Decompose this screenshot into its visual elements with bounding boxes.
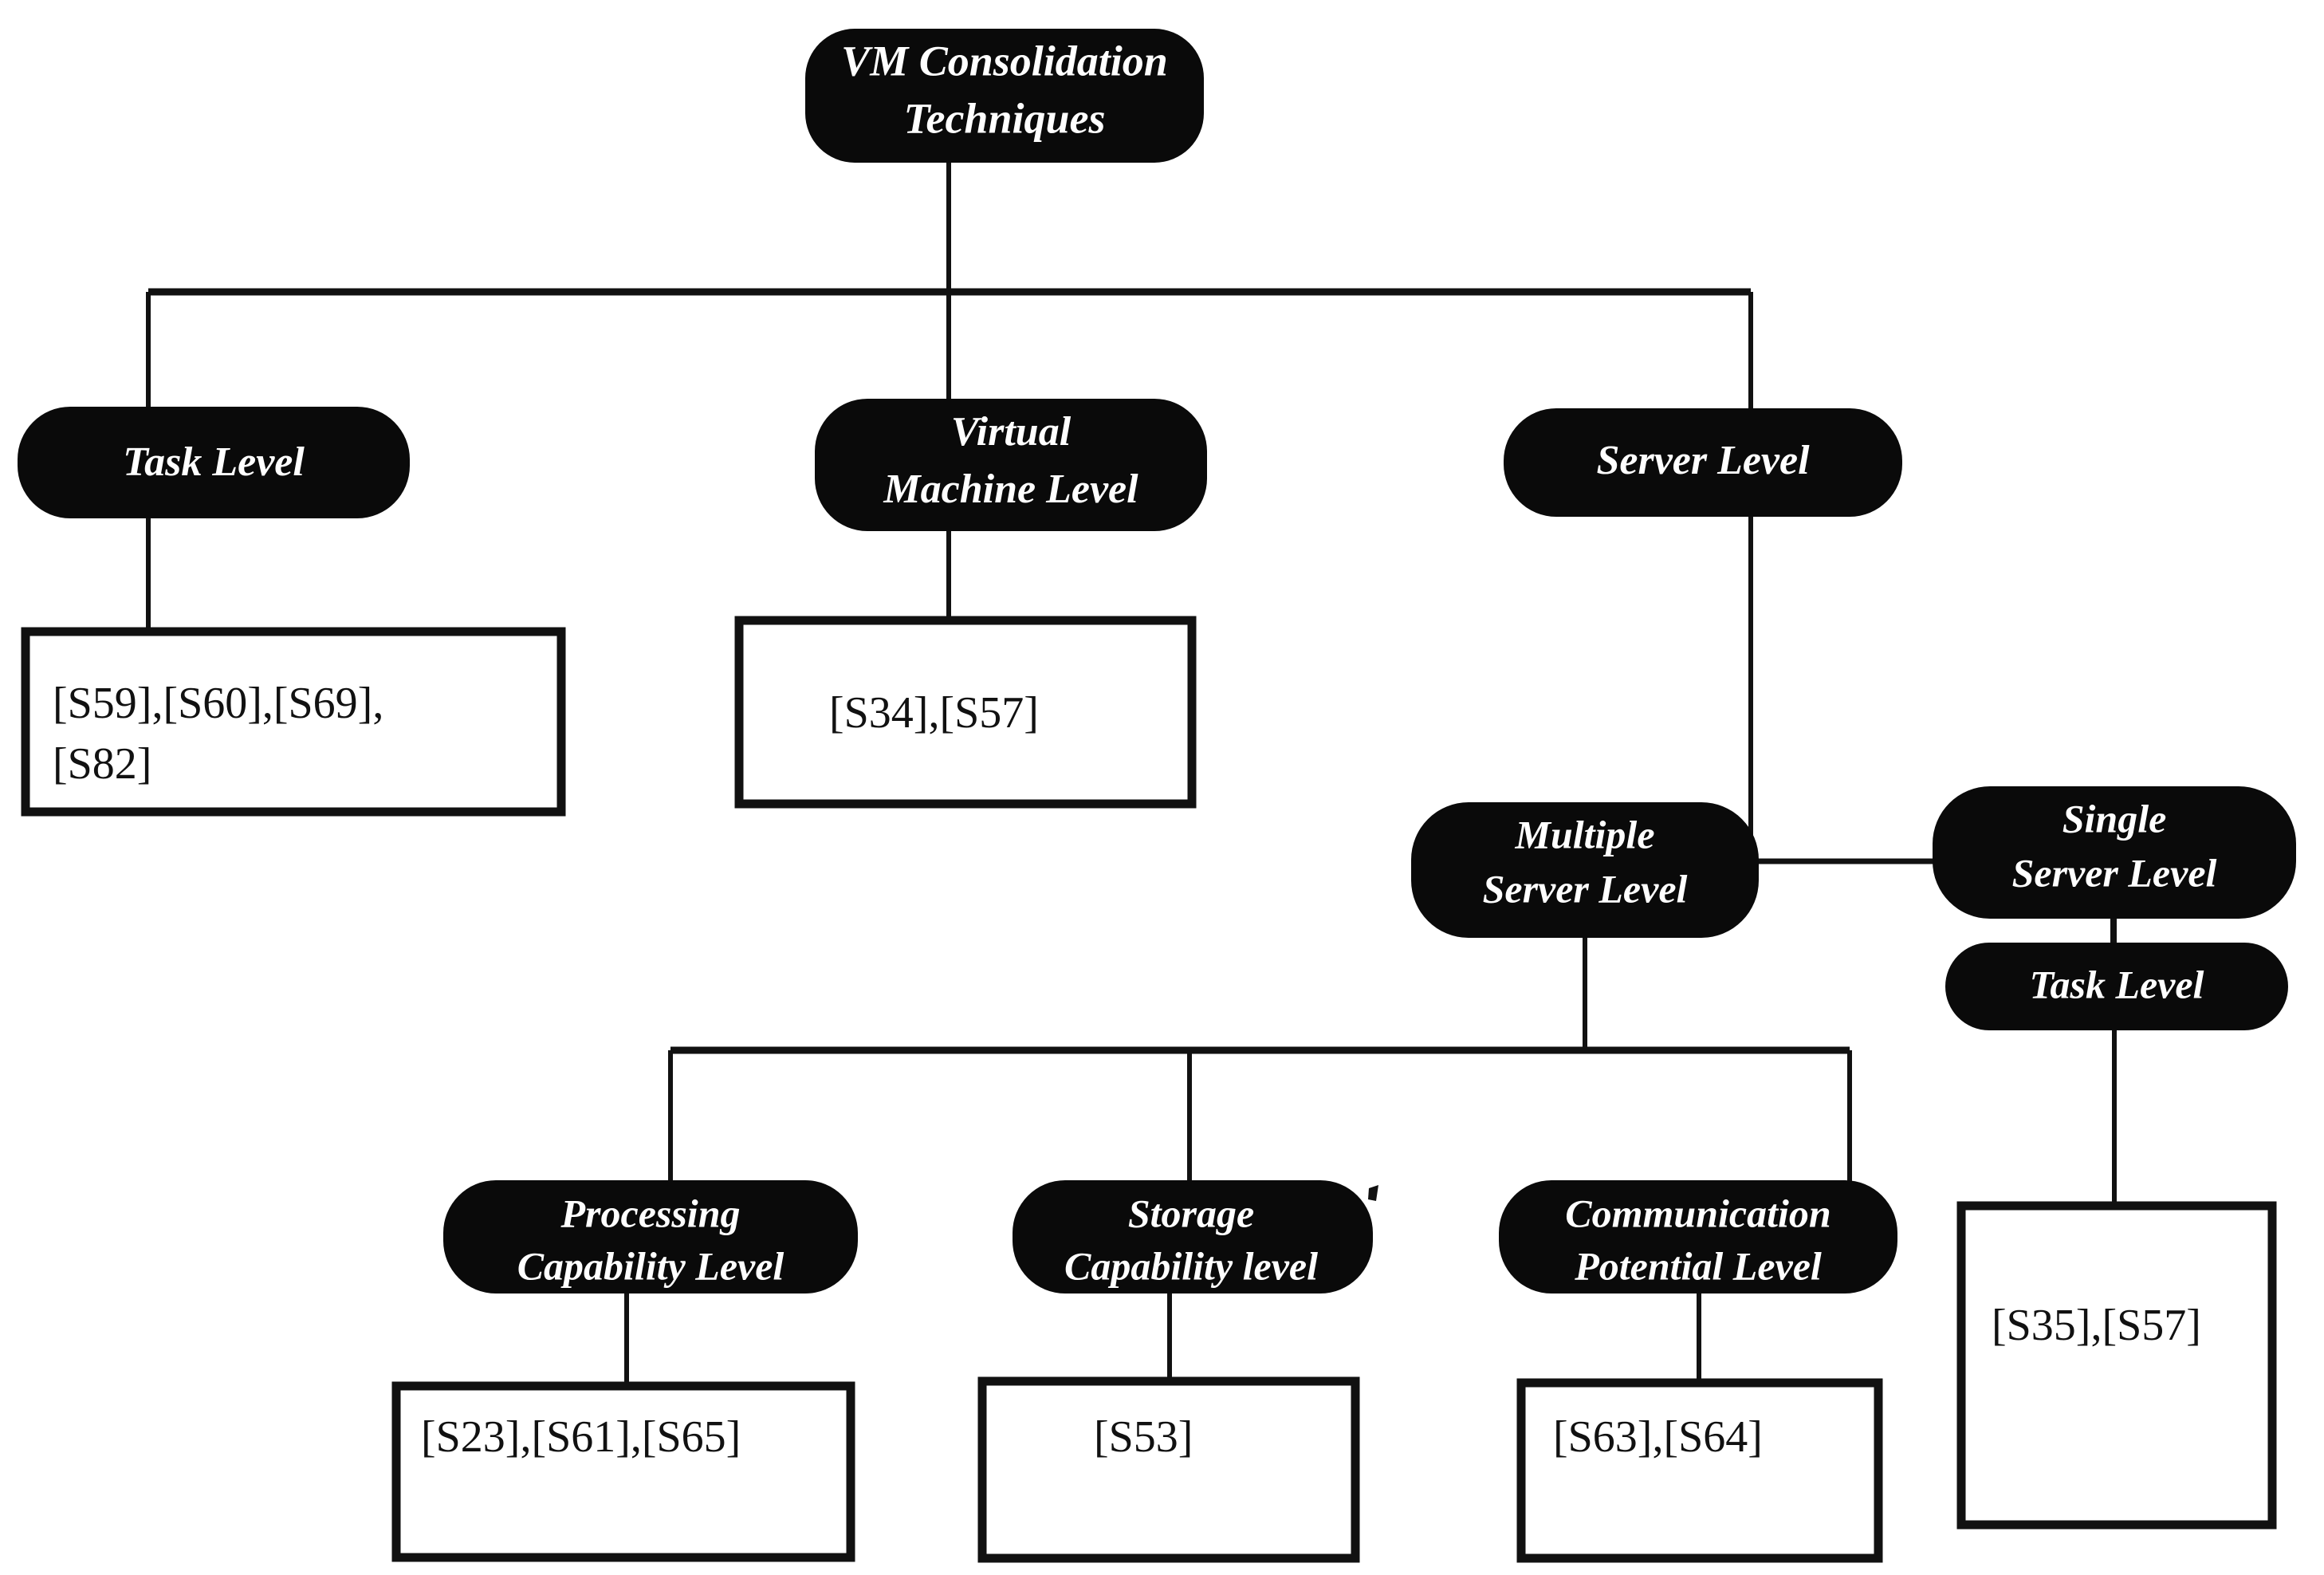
node-server-level-label: Server Level: [1596, 438, 1810, 483]
node-storage-capability-level-label-line1: Storage: [1128, 1191, 1254, 1235]
node-single-server-level[interactable]: [1933, 786, 2296, 919]
ref-text-processing-line1: [S23],[S61],[S65]: [421, 1412, 741, 1462]
node-root[interactable]: [805, 29, 1204, 163]
node-multiple-server-level-label-line2: Server Level: [1483, 866, 1688, 911]
node-communication-potential-level-label-line2: Potential Level: [1574, 1243, 1822, 1288]
node-layer: [18, 29, 2296, 1293]
node-virtual-machine-level-label-line1: Virtual: [951, 409, 1072, 455]
node-processing-capability-level-label-line1: Processing: [560, 1191, 741, 1235]
node-storage-capability-level-label-line2: Capability level: [1064, 1243, 1318, 1288]
node-processing-capability-level-label-line2: Capability Level: [517, 1243, 784, 1288]
ref-box-task-level: [21, 627, 566, 817]
ref-text-communication-line1: [S63],[S64]: [1553, 1412, 1763, 1462]
ref-box-processing: [391, 1381, 855, 1562]
node-root-label-line1: VM Consolidation: [841, 37, 1168, 85]
node-root-label-line2: Techniques: [903, 94, 1105, 142]
node-server-level[interactable]: [1504, 408, 1902, 517]
node-task-level-label: Task Level: [123, 439, 305, 485]
ref-text-task-level-line1: [S59],[S60],[S69],: [53, 679, 383, 728]
node-storage-capability-level[interactable]: [1013, 1180, 1373, 1293]
node-multiple-server-level-label-line1: Multiple: [1514, 812, 1654, 856]
node-communication-potential-level-label-line1: Communication: [1565, 1191, 1830, 1235]
node-text-layer: VM Consolidation Techniques Task Level V…: [123, 37, 2216, 1288]
node-processing-capability-level[interactable]: [443, 1180, 858, 1293]
ref-text-storage-line1: [S53]: [1094, 1412, 1193, 1462]
node-virtual-machine-level[interactable]: [815, 399, 1207, 531]
connector-layer: [146, 94, 2117, 1386]
ref-box-communication: [1516, 1378, 1883, 1563]
node-task-level[interactable]: [18, 407, 410, 518]
stray-ink-mark: [1368, 1185, 1378, 1201]
ref-text-single-task-line1: [S35],[S57]: [1992, 1301, 2201, 1350]
node-communication-potential-level[interactable]: [1499, 1180, 1897, 1293]
reference-text-layer: [S59],[S60],[S69], [S82] [S34],[S57] [S2…: [53, 679, 2201, 1462]
ref-text-vm-level-line1: [S34],[S57]: [829, 688, 1039, 738]
node-virtual-machine-level-label-line2: Machine Level: [883, 467, 1138, 512]
reference-box-layer: [21, 616, 2277, 1563]
ref-text-task-level-line2: [S82]: [53, 739, 151, 789]
ref-box-vm-level: [734, 616, 1197, 809]
node-single-server-level-label-line2: Server Level: [2012, 850, 2217, 895]
node-multiple-server-level[interactable]: [1411, 802, 1759, 938]
ref-box-storage: [977, 1376, 1360, 1563]
node-single-task-level-label: Task Level: [2030, 962, 2204, 1006]
ref-box-single-task: [1956, 1201, 2277, 1530]
node-single-server-level-label-line1: Single: [2063, 796, 2167, 841]
node-single-task-level[interactable]: [1945, 943, 2288, 1030]
